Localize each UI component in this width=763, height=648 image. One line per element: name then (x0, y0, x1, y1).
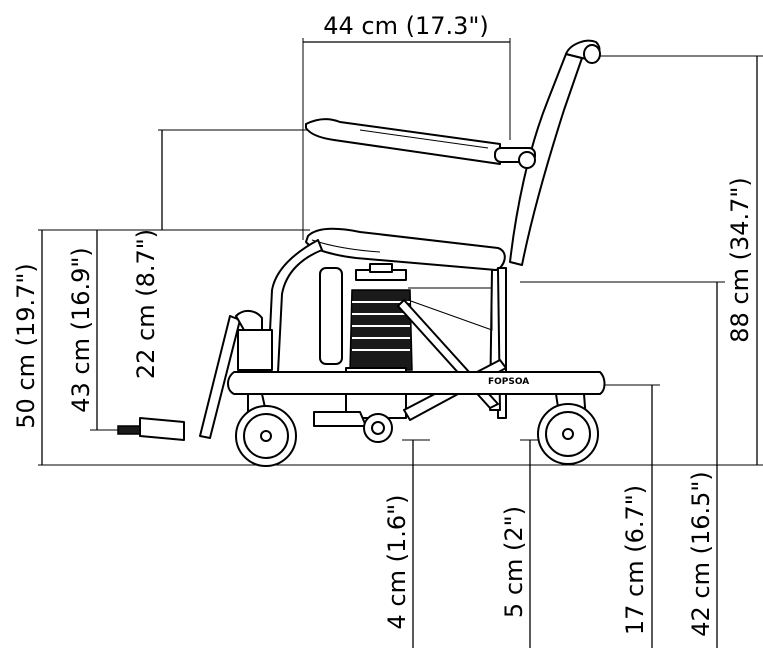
foot-pedal (313, 411, 367, 427)
armrest (305, 118, 501, 165)
label-armrest-height: 22 cm (8.7") (132, 229, 160, 379)
legrest-clamp (237, 329, 273, 371)
footplate (139, 417, 185, 441)
brand-logo: FOPSOA (488, 377, 529, 387)
footrest-bar (199, 315, 241, 439)
label-rear-seat-height: 42 cm (16.5") (687, 471, 715, 637)
label-seat-width: 44 cm (17.3") (323, 12, 489, 40)
seat (305, 227, 506, 271)
front-frame (267, 239, 323, 373)
dimension-labels: 44 cm (17.3") 88 cm (34.7") 50 cm (19.7"… (12, 12, 754, 637)
dimension-lines (38, 38, 763, 648)
shower-chair-illustration: FOPSOA (117, 39, 606, 467)
base-frame (227, 371, 606, 395)
label-seat-height-min: 43 cm (16.9") (67, 247, 95, 413)
label-overall-height: 88 cm (34.7") (726, 177, 754, 343)
label-frame-height: 17 cm (6.7") (621, 485, 649, 635)
label-clearance-rear: 5 cm (2") (500, 506, 528, 618)
label-seat-height-max: 50 cm (19.7") (12, 263, 40, 429)
label-clearance-front: 4 cm (1.6") (383, 494, 411, 629)
